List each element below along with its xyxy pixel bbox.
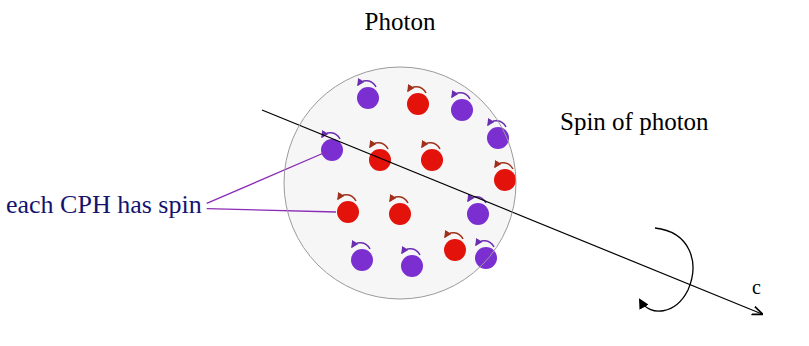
cph-particle — [451, 99, 473, 121]
spin-label: Spin of photon — [560, 108, 709, 137]
photon-title: Photon — [276, 8, 524, 37]
callout-text: each CPH has spin — [6, 190, 202, 220]
circle-outline — [276, 8, 524, 304]
cph-particle — [467, 203, 489, 225]
cph-particle — [351, 249, 373, 271]
photon-fill — [284, 67, 516, 299]
spin-arrow — [640, 228, 693, 311]
spin-arrow-small — [408, 87, 426, 93]
cph-particles — [321, 81, 516, 277]
spin-arrow-small — [338, 195, 356, 201]
cph-particle — [487, 127, 509, 149]
spin-arrow-small — [370, 143, 388, 149]
speed-label: c — [752, 276, 761, 299]
spin-arrow-small — [488, 121, 506, 127]
spin-arrow-small — [422, 143, 440, 149]
spin-arrow-small — [495, 163, 513, 169]
cph-particle — [357, 87, 379, 109]
leader-line — [207, 209, 336, 212]
spin-arrow-small — [358, 81, 376, 87]
cph-particle — [389, 203, 411, 225]
cph-particle — [337, 201, 359, 223]
cph-particle — [421, 149, 443, 171]
spin-arrow-small — [476, 241, 494, 247]
spin-arrow-small — [452, 93, 470, 99]
photon-circle: Photon — [276, 8, 524, 304]
cph-particle — [369, 149, 391, 171]
spin-arrow-small — [402, 249, 420, 255]
spin-arrow-small — [390, 197, 408, 203]
cph-particle — [407, 93, 429, 115]
leader-line — [207, 152, 326, 203]
cph-particle — [475, 247, 497, 269]
cph-particle — [494, 169, 516, 191]
cph-particle — [401, 255, 423, 277]
cph-particle — [444, 239, 466, 261]
spin-arrow-small — [445, 233, 463, 239]
spin-arrow-small — [352, 243, 370, 249]
